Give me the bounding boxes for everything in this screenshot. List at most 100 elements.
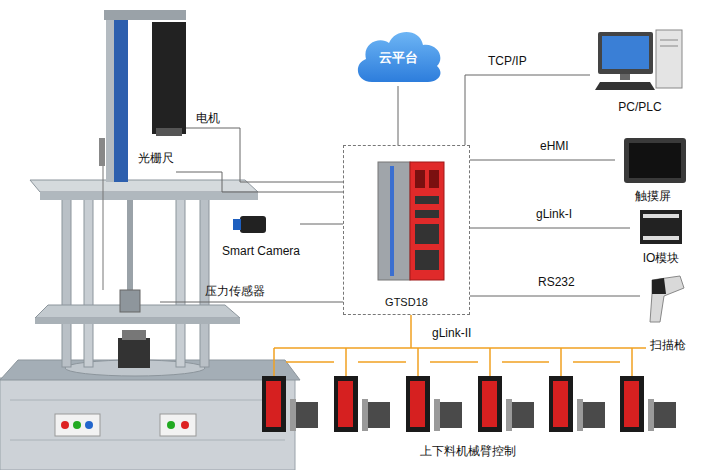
scanner-body bbox=[650, 276, 684, 322]
motor bbox=[156, 128, 182, 136]
camera-lens bbox=[233, 219, 241, 230]
pillar bbox=[62, 195, 71, 367]
node-label: Smart Camera bbox=[222, 244, 300, 258]
device-body bbox=[378, 162, 410, 280]
drive-body bbox=[549, 376, 573, 432]
bus-link bbox=[573, 361, 620, 363]
drive-face bbox=[338, 381, 353, 427]
servo-unit bbox=[334, 376, 390, 432]
bus-line bbox=[274, 347, 646, 349]
part-label: 电机 bbox=[196, 110, 220, 127]
drive-body bbox=[334, 376, 358, 432]
controller-box: GTSD18 bbox=[343, 145, 470, 315]
bus-line bbox=[410, 315, 412, 348]
cloud-platform: 云平台 bbox=[352, 26, 444, 86]
motor-flange bbox=[506, 399, 512, 431]
scanner-head bbox=[652, 278, 666, 294]
drive-body bbox=[478, 376, 502, 432]
gtsd18-device bbox=[378, 162, 444, 280]
servo-motor bbox=[581, 402, 605, 428]
column bbox=[106, 20, 114, 182]
io-terminals bbox=[643, 236, 679, 240]
motor bbox=[152, 22, 186, 134]
device-panel bbox=[410, 162, 444, 280]
smart-camera bbox=[233, 216, 266, 233]
servo-motor bbox=[652, 402, 676, 428]
cabinet-line bbox=[10, 440, 285, 441]
camera-box: Smart Camera bbox=[222, 212, 300, 258]
touchscreen-icon bbox=[624, 138, 686, 183]
io-module-box: IO模块 bbox=[630, 205, 692, 267]
group-label: 上下料机械臂控制 bbox=[420, 443, 516, 460]
pc-icon bbox=[595, 30, 682, 90]
pillar bbox=[200, 195, 209, 367]
part-label: 光栅尺 bbox=[138, 150, 174, 167]
device-port bbox=[415, 170, 425, 188]
connector-line bbox=[398, 86, 399, 145]
motor-wire bbox=[186, 128, 343, 182]
servo-motor bbox=[366, 402, 390, 428]
device-port bbox=[415, 196, 439, 204]
column bbox=[114, 20, 128, 182]
motor-flange bbox=[577, 399, 583, 431]
scanner-box: 扫描枪 bbox=[640, 270, 696, 354]
drive-face bbox=[482, 381, 497, 427]
drive-body bbox=[406, 376, 430, 432]
button bbox=[167, 421, 175, 429]
sensor-wire bbox=[160, 302, 343, 303]
device-port bbox=[429, 170, 439, 188]
keyboard bbox=[595, 82, 655, 90]
servo-motor bbox=[294, 402, 318, 428]
button bbox=[85, 421, 93, 429]
cabinet-line bbox=[10, 400, 285, 401]
middle-plate bbox=[35, 318, 240, 324]
servo-drives bbox=[262, 376, 676, 432]
servo-unit bbox=[262, 376, 318, 432]
top-plate bbox=[40, 192, 258, 200]
bus-drop bbox=[631, 348, 633, 376]
fixture bbox=[122, 330, 146, 340]
monitor-stand bbox=[620, 74, 630, 80]
bus-drop bbox=[489, 348, 491, 376]
sensor-cable bbox=[103, 166, 104, 290]
pc-tower bbox=[660, 46, 678, 47]
motor-flange bbox=[362, 399, 368, 431]
io-module-icon bbox=[640, 210, 682, 244]
connector-label: gLink-I bbox=[536, 207, 572, 221]
press-head bbox=[120, 290, 140, 312]
drive-body bbox=[620, 376, 644, 432]
camera-body bbox=[240, 216, 266, 233]
servo-unit bbox=[406, 376, 462, 432]
io-module-body bbox=[640, 210, 682, 244]
press-machine bbox=[0, 10, 300, 470]
bus-link bbox=[430, 361, 478, 363]
connector-label: eHMI bbox=[540, 139, 569, 153]
servo-unit bbox=[478, 376, 534, 432]
part-label: 压力传感器 bbox=[205, 283, 265, 300]
drive-face bbox=[624, 381, 639, 427]
button bbox=[61, 421, 69, 429]
node-label: PC/PLC bbox=[618, 100, 661, 114]
drive-body bbox=[262, 376, 286, 432]
motor-flange bbox=[648, 399, 654, 431]
cloud-outline bbox=[358, 32, 441, 82]
bus-link bbox=[286, 361, 334, 363]
bus-link bbox=[358, 361, 406, 363]
bus-link bbox=[502, 361, 549, 363]
node-label: 触摸屏 bbox=[635, 188, 671, 205]
node-label: 扫描枪 bbox=[650, 337, 686, 354]
connector-line bbox=[465, 75, 590, 145]
pc-tower bbox=[660, 40, 678, 41]
connector-label: TCP/IP bbox=[488, 54, 527, 68]
drive-face bbox=[410, 381, 425, 427]
monitor-screen bbox=[602, 36, 649, 69]
pillar bbox=[84, 195, 93, 367]
connector-label: RS232 bbox=[538, 275, 575, 289]
servo-unit bbox=[620, 376, 676, 432]
device-port bbox=[415, 250, 439, 270]
machine-cabinet bbox=[0, 378, 295, 470]
node-label: IO模块 bbox=[643, 250, 680, 267]
node-label: GTSD18 bbox=[385, 296, 428, 308]
